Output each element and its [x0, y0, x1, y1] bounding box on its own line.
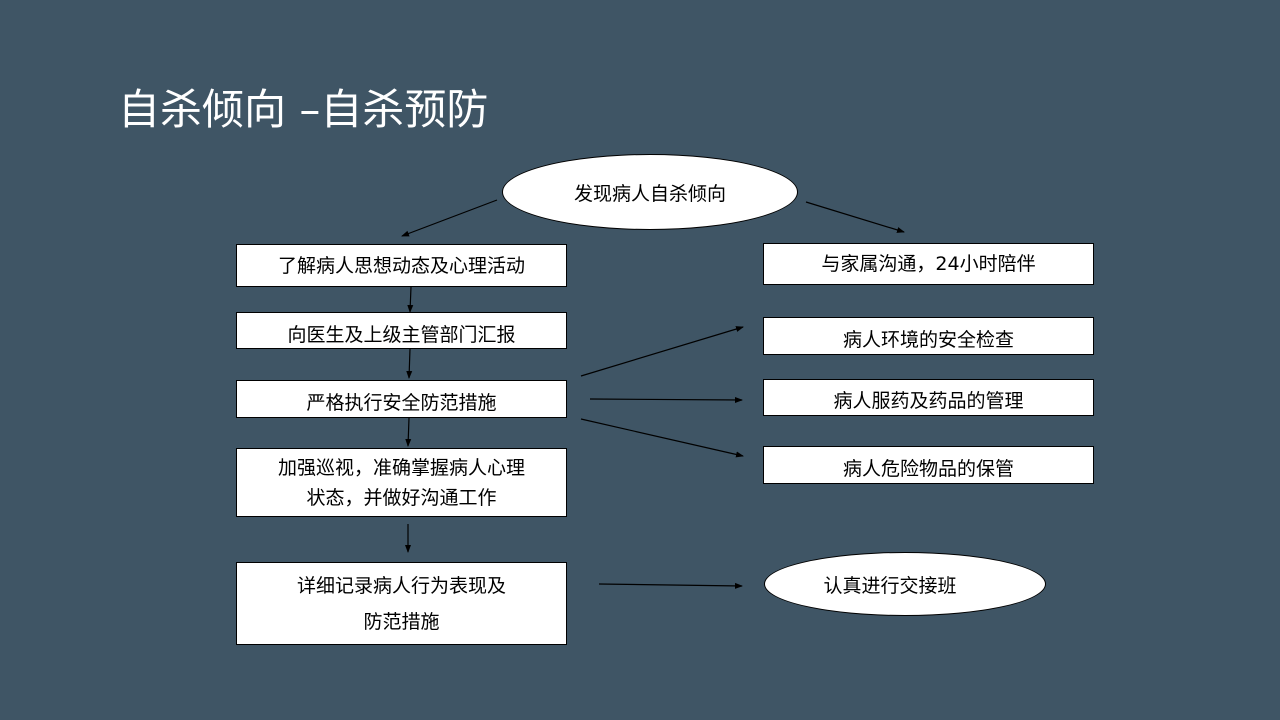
step-medication-management: 病人服药及药品的管理 — [763, 379, 1094, 416]
step-label: 向医生及上级主管部门汇报 — [287, 323, 516, 346]
step-report-to-doctor: 向医生及上级主管部门汇报 — [236, 312, 567, 349]
step-environment-check: 病人环境的安全检查 — [763, 317, 1094, 355]
step-label: 病人危险物品的保管 — [842, 458, 1014, 480]
slide-title: 自杀倾向 –自杀预防 — [118, 85, 489, 134]
step-understand-patient: 了解病人思想动态及心理活动 — [236, 244, 567, 287]
arrow-understand-to-report — [407, 286, 414, 313]
arrow-measures-to-environment — [580, 326, 744, 377]
step-label-line-1: 加强巡视，准确掌握病人心理 — [277, 456, 525, 479]
arrow-report-to-measures — [406, 348, 413, 379]
arrow-measures-to-patrol — [405, 417, 412, 447]
arrow-measures-to-medication — [589, 396, 743, 403]
arrow-start-to-family — [805, 201, 905, 233]
step-safety-measures: 严格执行安全防范措施 — [236, 380, 567, 418]
step-label: 病人服药及药品的管理 — [833, 389, 1024, 412]
step-label: 与家属沟通，24小时陪伴 — [821, 253, 1036, 275]
arrow-record-to-handover — [598, 582, 743, 589]
arrow-start-to-understand — [401, 199, 498, 237]
step-label: 了解病人思想动态及心理活动 — [277, 254, 525, 277]
step-label-line-2: 状态，并做好沟通工作 — [306, 486, 497, 509]
step-family-communication: 与家属沟通，24小时陪伴 — [763, 243, 1094, 285]
step-label-line-1: 详细记录病人行为表现及 — [296, 574, 506, 597]
arrow-measures-to-dangerous-items — [580, 418, 744, 458]
step-dangerous-items: 病人危险物品的保管 — [763, 446, 1094, 484]
step-label: 病人环境的安全检查 — [842, 329, 1014, 351]
step-label-line-2: 防范措施 — [363, 610, 440, 633]
end-node: 认真进行交接班 — [764, 552, 1046, 616]
end-node-label: 认真进行交接班 — [823, 574, 957, 597]
step-patrol-communicate: 加强巡视，准确掌握病人心理 状态，并做好沟通工作 — [236, 448, 567, 517]
start-node-label: 发现病人自杀倾向 — [573, 182, 726, 205]
start-node: 发现病人自杀倾向 — [502, 154, 798, 230]
step-label: 严格执行安全防范措施 — [306, 392, 497, 414]
step-record-behavior: 详细记录病人行为表现及 防范措施 — [236, 562, 567, 645]
